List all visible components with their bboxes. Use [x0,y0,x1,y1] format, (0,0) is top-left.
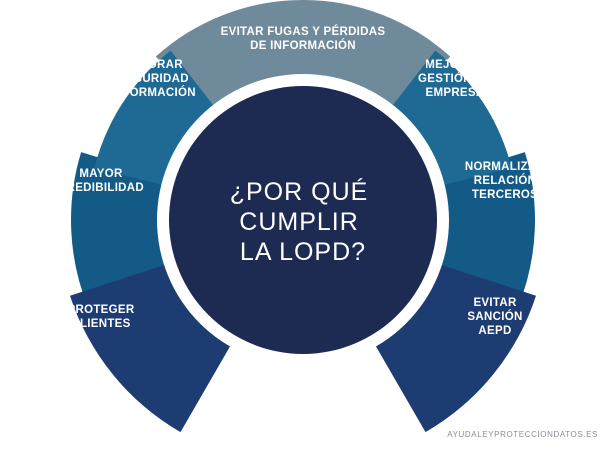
center-disc [169,86,437,354]
segment-label-line: EMPRESA [426,87,485,99]
segment-label-line: TERCEROS [472,189,538,201]
segment-label-line: AEPD [478,325,511,337]
segment-label-line: CLIENTES [71,318,130,330]
segment-label-line: PROTEGER [68,304,135,316]
segment-label-line: NORMALIZAR [465,161,546,173]
segment-label-line: GESTIÓN DE [418,72,492,85]
segment-label-line: MEJORAR [425,59,485,71]
segment-label-line: MEJORAR [123,59,183,71]
center-title: ¿POR QUÉ CUMPLIR LA LOPD? [230,177,377,266]
segment-label-line: SEGURIDAD [117,73,189,85]
segment-label-line: INFORMACIÓN [110,86,196,99]
center-title-line-3: LA LOPD? [240,238,366,266]
segment-label-line: EVITAR [473,297,517,309]
segment-label-line: DE INFORMACIÓN [250,39,356,52]
watermark: AYUDALEYPROTECCIONDATOS.ES [447,430,598,439]
segment-label-line: EVITAR FUGAS Y PÉRDIDAS [221,25,386,38]
segment-label-proteger-clientes: PROTEGER CLIENTES [68,304,135,330]
center-title-line-1: ¿POR QUÉ [230,177,369,206]
segment-label-line: MAYOR [79,168,123,180]
segment-label-line: CREDIBILIDAD [58,182,144,194]
segment-label-line: SANCIÓN [467,310,522,323]
segment-label-mayor-credibilidad: MAYOR CREDIBILIDAD [58,168,144,194]
center-title-line-2: CUMPLIR [239,208,359,236]
segment-label-line: RELACIÓN [474,174,536,187]
